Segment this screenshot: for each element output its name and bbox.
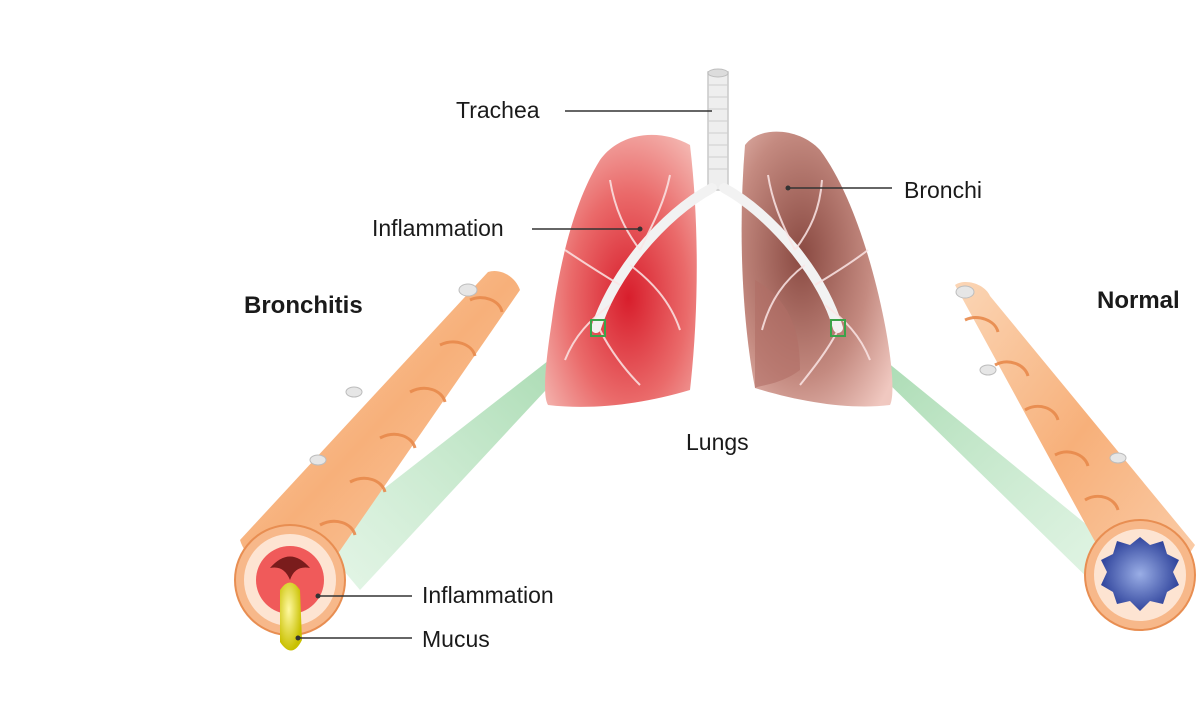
bronchitis-title: Bronchitis — [244, 292, 363, 319]
zoom-cone-right — [838, 322, 1130, 590]
normal-airway — [955, 282, 1196, 631]
normal-title: Normal — [1097, 287, 1180, 314]
mucus-label: Mucus — [422, 626, 490, 652]
bronchitis-airway — [234, 270, 520, 651]
trachea — [707, 71, 729, 191]
lungs-label: Lungs — [686, 429, 749, 455]
inflammation-lung-label: Inflammation — [372, 215, 504, 241]
trachea-label: Trachea — [456, 97, 540, 123]
bronchi-label: Bronchi — [904, 177, 982, 203]
zoom-cone-left — [318, 322, 598, 590]
inflammation-tube-label: Inflammation — [422, 582, 554, 608]
mucus-drop — [280, 582, 302, 651]
normal-lumen — [1101, 537, 1179, 611]
